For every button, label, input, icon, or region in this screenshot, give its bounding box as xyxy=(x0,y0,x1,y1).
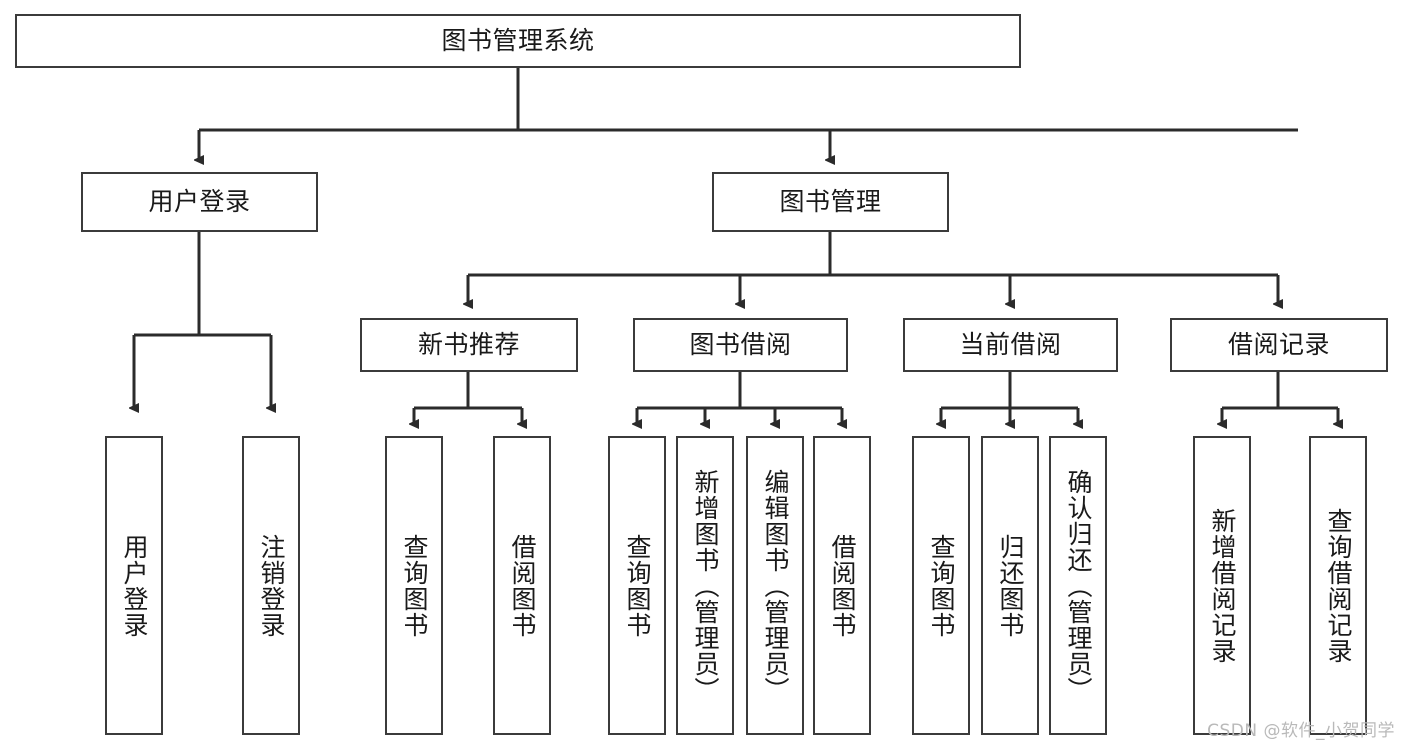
leaf-record-add-record[interactable]: 新增借阅记录 xyxy=(1193,436,1251,735)
leaf-borrow-add-book-admin[interactable]: 新增图书（管理员） xyxy=(676,436,734,735)
node-book-management[interactable]: 图书管理 xyxy=(712,172,949,232)
node-label: 新书推荐 xyxy=(417,329,520,359)
node-borrow-record[interactable]: 借阅记录 xyxy=(1170,318,1388,372)
node-label: 查询图书 xyxy=(623,533,652,638)
node-label: 查询图书 xyxy=(400,533,429,638)
node-label: 新增借阅记录 xyxy=(1208,507,1237,664)
leaf-recommend-query-book[interactable]: 查询图书 xyxy=(385,436,443,735)
leaf-borrow-query-book[interactable]: 查询图书 xyxy=(608,436,666,735)
node-label: 查询图书 xyxy=(927,533,956,638)
leaf-record-query-record[interactable]: 查询借阅记录 xyxy=(1309,436,1367,735)
node-label: 用户登录 xyxy=(148,186,251,216)
leaf-current-query-book[interactable]: 查询图书 xyxy=(912,436,970,735)
node-label: 编辑图书（管理员） xyxy=(761,468,790,703)
node-label: 归还图书 xyxy=(996,533,1025,638)
csdn-watermark: CSDN @软件_小贺同学 xyxy=(1207,721,1395,741)
leaf-borrow-edit-book-admin[interactable]: 编辑图书（管理员） xyxy=(746,436,804,735)
leaf-current-confirm-return-admin[interactable]: 确认归还（管理员） xyxy=(1049,436,1107,735)
node-new-book-recommend[interactable]: 新书推荐 xyxy=(360,318,578,372)
node-label: 借阅图书 xyxy=(828,533,857,638)
node-label: 图书管理系统 xyxy=(441,25,595,55)
node-current-borrow[interactable]: 当前借阅 xyxy=(903,318,1118,372)
node-user-login[interactable]: 用户登录 xyxy=(81,172,318,232)
node-label: 查询借阅记录 xyxy=(1324,507,1353,664)
node-label: 图书管理 xyxy=(779,186,882,216)
leaf-user-login-signin[interactable]: 用户登录 xyxy=(105,436,163,735)
node-label: 图书借阅 xyxy=(689,329,792,359)
leaf-borrow-borrow-book[interactable]: 借阅图书 xyxy=(813,436,871,735)
node-label: 借阅记录 xyxy=(1227,329,1330,359)
node-label: 新增图书（管理员） xyxy=(691,468,720,703)
leaf-current-return-book[interactable]: 归还图书 xyxy=(981,436,1039,735)
leaf-recommend-borrow-book[interactable]: 借阅图书 xyxy=(493,436,551,735)
node-book-borrow[interactable]: 图书借阅 xyxy=(633,318,848,372)
node-label: 当前借阅 xyxy=(959,329,1062,359)
node-label: 确认归还（管理员） xyxy=(1064,468,1093,703)
node-root-system[interactable]: 图书管理系统 xyxy=(15,14,1021,68)
node-label: 注销登录 xyxy=(257,533,286,638)
leaf-user-login-signout[interactable]: 注销登录 xyxy=(242,436,300,735)
node-label: 借阅图书 xyxy=(508,533,537,638)
node-label: 用户登录 xyxy=(120,533,149,638)
